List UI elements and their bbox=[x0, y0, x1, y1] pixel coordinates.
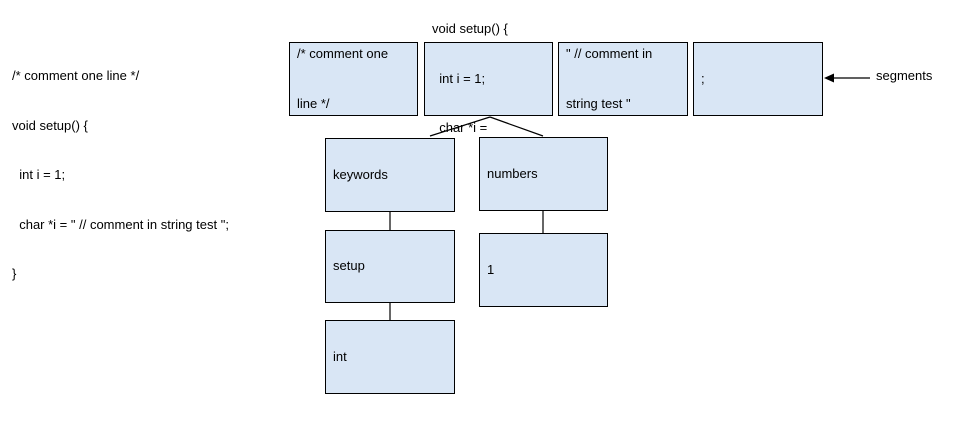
segment-text: /* comment one bbox=[297, 46, 389, 61]
edge-segment-to-numbers bbox=[489, 116, 544, 137]
edge-segment-to-keywords bbox=[429, 116, 491, 137]
segment-box: ; bbox=[693, 42, 823, 116]
segments-label: segments bbox=[876, 68, 933, 83]
code-line: /* comment one line */ bbox=[12, 68, 140, 83]
segment-box: void setup() { int i = 1; char *i = bbox=[424, 21, 553, 135]
arrow-head-icon bbox=[824, 73, 834, 83]
segment-text: ; bbox=[701, 70, 705, 86]
node-label: keywords bbox=[333, 166, 388, 182]
segment-box: /* comment one line */ bbox=[289, 42, 418, 116]
tree-node-1: 1 bbox=[479, 233, 608, 307]
segment-text: " // comment in bbox=[566, 46, 653, 61]
segment-text: char *i = bbox=[432, 120, 488, 136]
code-line: } bbox=[12, 266, 17, 281]
node-label: 1 bbox=[487, 261, 495, 277]
segment-text: line */ bbox=[297, 95, 330, 111]
segment-text: string test " bbox=[566, 95, 631, 111]
segment-text: void setup() { bbox=[432, 21, 508, 37]
code-line: int i = 1; bbox=[12, 167, 66, 182]
source-code: /* comment one line */ void setup() { in… bbox=[12, 35, 229, 299]
node-label: setup bbox=[333, 258, 365, 274]
segment-text: int i = 1; bbox=[432, 70, 486, 86]
code-line: char *i = " // comment in string test "; bbox=[12, 216, 229, 232]
tree-node-setup: setup bbox=[325, 230, 455, 303]
segment-box: " // comment in string test " bbox=[558, 42, 688, 116]
node-label: numbers bbox=[487, 165, 538, 181]
node-label: int bbox=[333, 348, 347, 364]
tree-node-int: int bbox=[325, 320, 455, 394]
tree-node-numbers: numbers bbox=[479, 137, 608, 211]
code-line: void setup() { bbox=[12, 117, 88, 133]
tree-node-keywords: keywords bbox=[325, 138, 455, 212]
